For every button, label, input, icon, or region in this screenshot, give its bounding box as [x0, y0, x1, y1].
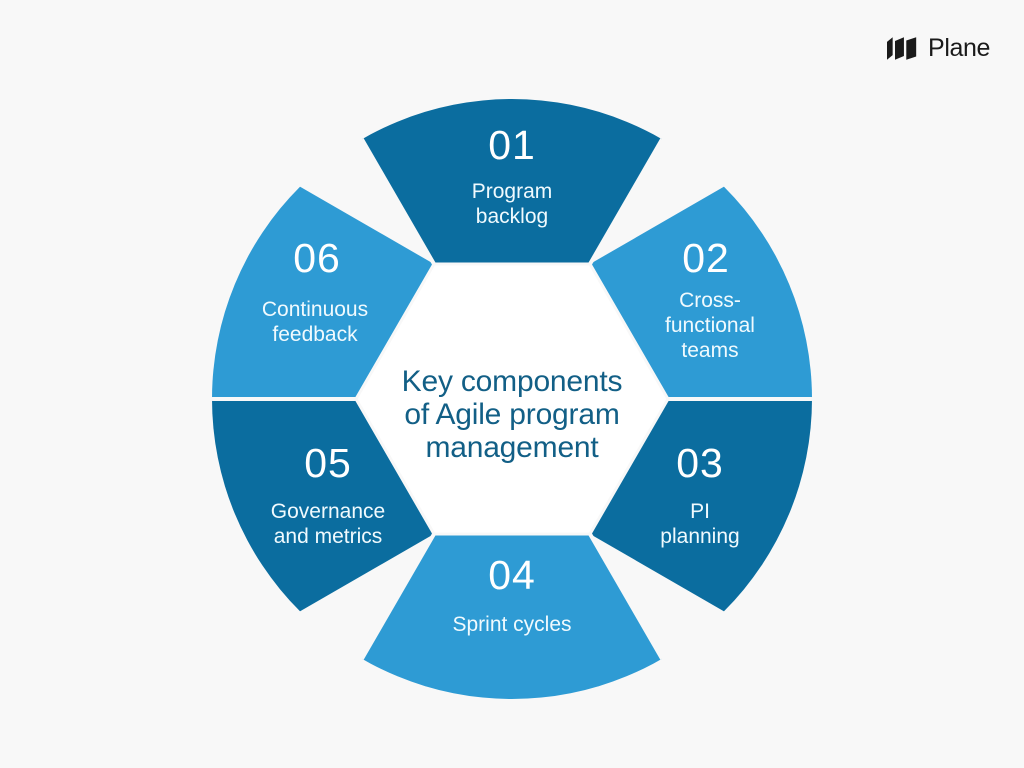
- segment-02-shape[interactable]: [590, 0, 1024, 399]
- center-title-line-2: of Agile program: [404, 398, 619, 431]
- segment-05-shape[interactable]: [0, 399, 434, 768]
- segment-02-label-line-3: teams: [681, 339, 738, 362]
- center-title-line-3: management: [425, 431, 599, 464]
- segment-02-number: 02: [682, 235, 730, 281]
- center-hexagon: [354, 262, 670, 536]
- segment-05-text: 05 Governance and metrics: [271, 440, 385, 548]
- segment-06-label-line-2: feedback: [272, 323, 358, 346]
- segment-01-text: 01 Program backlog: [472, 122, 553, 228]
- segment-06-shape[interactable]: [0, 0, 434, 399]
- segment-04-text: 04 Sprint cycles: [452, 552, 571, 636]
- segment-03-shape[interactable]: [590, 399, 1024, 768]
- segment-06-number: 06: [293, 235, 341, 281]
- segment-02-label-line-2: functional: [665, 314, 755, 337]
- segment-04-shape[interactable]: [254, 534, 770, 768]
- segment-03-number: 03: [676, 440, 724, 486]
- segment-01-shape[interactable]: [254, 0, 770, 264]
- brand-name: Plane: [928, 33, 990, 62]
- segment-01-label-line-2: backlog: [476, 205, 548, 228]
- center-title: Key components of Agile program manageme…: [402, 365, 623, 464]
- segment-01-label-line-1: Program: [472, 180, 553, 203]
- segment-02-text: 02 Cross- functional teams: [665, 235, 755, 362]
- plane-logo-icon: [887, 36, 917, 60]
- segment-02-label-line-1: Cross-: [679, 289, 741, 312]
- segment-03-label-line-1: PI: [690, 500, 710, 523]
- segment-04-number: 04: [488, 552, 536, 598]
- segment-05-number: 05: [304, 440, 352, 486]
- segment-03-text: 03 PI planning: [660, 440, 739, 548]
- center-title-line-1: Key components: [402, 365, 623, 398]
- segment-03-label-line-2: planning: [660, 525, 739, 548]
- segment-06-text: 06 Continuous feedback: [262, 235, 368, 346]
- segment-05-label-line-1: Governance: [271, 500, 385, 523]
- segment-01-number: 01: [488, 122, 536, 168]
- segment-06-label-line-1: Continuous: [262, 298, 368, 321]
- brand-logo: Plane: [887, 33, 990, 63]
- segment-04-label-line-1: Sprint cycles: [452, 613, 571, 636]
- segment-05-label-line-2: and metrics: [274, 525, 383, 548]
